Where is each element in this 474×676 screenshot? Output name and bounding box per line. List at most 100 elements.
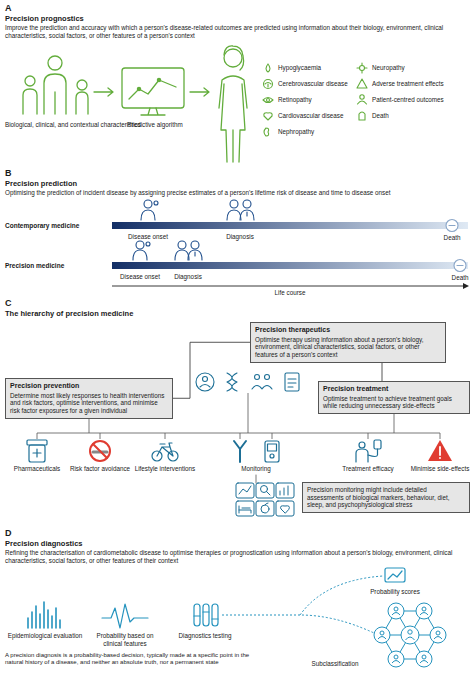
prevention-box: Precision preventionDetermine most likel… — [5, 378, 173, 419]
outcome-label: Neuropathy — [372, 64, 472, 72]
event-icon — [141, 210, 155, 220]
axis-label: Life course — [260, 289, 320, 297]
computer-icon — [141, 108, 165, 115]
life-course-arrow — [463, 283, 469, 289]
box-text: Optimise therapy using information about… — [255, 336, 441, 359]
subclass-network — [408, 630, 412, 634]
outcome-label: Patient-centred outcomes — [372, 96, 472, 104]
monitoring-grid — [256, 475, 257, 483]
event-icon — [243, 200, 251, 208]
flow-arrow — [94, 88, 113, 96]
box-heading: Precision therapeutics — [255, 326, 441, 335]
flow-arrow — [190, 88, 209, 96]
timeline-bar — [112, 222, 468, 229]
panel-description: Improve the prediction and accuracy with… — [5, 24, 469, 39]
monitoring-grid — [267, 492, 271, 496]
diagnostic-icon — [212, 604, 218, 626]
therapy-icon — [227, 373, 237, 391]
subclass-network — [416, 651, 432, 667]
subclass-network — [388, 651, 404, 667]
monitoring-grid — [280, 486, 288, 495]
diagnostic-icon — [194, 612, 218, 619]
event-icon — [154, 201, 158, 205]
people-icon — [23, 89, 37, 114]
intervention-icon — [29, 445, 45, 462]
timeline-label: Contemporary medicine — [5, 222, 111, 230]
outcome-icon — [264, 128, 269, 136]
computer-icon — [157, 78, 160, 81]
event-label: Diagnosis — [215, 233, 265, 241]
monitoring-grid — [256, 483, 274, 498]
therapy-icon — [196, 373, 299, 391]
icon-label: Minimise side-effects — [410, 465, 470, 473]
monitoring-note-box: Precision monitoring might include detai… — [302, 482, 470, 513]
event-icon — [449, 225, 455, 226]
subclass-network — [401, 626, 419, 644]
icon-label: Pharmaceuticals — [7, 465, 67, 473]
icon-label: Subclassification — [300, 660, 370, 668]
intervention-icon — [93, 444, 107, 458]
people-icon — [25, 76, 35, 86]
intervention-icon — [157, 443, 173, 456]
intervention-icon — [265, 441, 279, 462]
intervention-icon — [368, 449, 378, 457]
panel-description: Refining the characterisation of cardiom… — [5, 549, 469, 564]
outcome-label: Death — [372, 112, 472, 120]
event-icon — [454, 260, 466, 272]
dotted-link — [222, 576, 383, 633]
icon-label: Epidemiological evaluation — [8, 632, 83, 640]
timeline-label: Precision medicine — [5, 262, 111, 270]
panel-letter: D — [5, 528, 25, 539]
hierarchy-connector — [382, 363, 383, 381]
intervention-icon — [439, 447, 441, 455]
monitoring-grid — [261, 505, 269, 513]
outcome-icon — [263, 63, 367, 136]
subclass-network — [374, 603, 446, 667]
people-icon — [48, 56, 62, 70]
people-icon — [44, 74, 66, 114]
intervention-icon — [234, 441, 246, 462]
panel-letter: B — [5, 168, 25, 179]
subclass-network — [420, 613, 428, 616]
intervention-icon — [356, 449, 368, 462]
diagnostic-icon — [28, 568, 405, 628]
computer-icon — [122, 68, 184, 115]
therapy-icon — [203, 377, 208, 382]
panel-title: Precision prediction — [5, 179, 305, 188]
intervention-icon — [27, 440, 47, 445]
subclass-network — [430, 627, 446, 643]
intervention-icon — [33, 449, 41, 457]
intervention-icon — [439, 457, 441, 459]
icon-label: Diagnostics testing — [170, 632, 240, 640]
woman-figure — [224, 49, 242, 67]
outcome-icon — [359, 112, 365, 120]
event-icon — [133, 200, 466, 272]
diagnostic-icon — [388, 571, 402, 579]
outcome-label: Retinopathy — [278, 96, 362, 104]
icon-label: Treatment efficacy — [338, 465, 398, 473]
box-text: Determine most likely responses to healt… — [10, 392, 168, 415]
outcome-label: Hypoglycaemia — [278, 64, 362, 72]
intervention-icon — [374, 440, 381, 449]
event-label: Disease onset — [123, 233, 173, 241]
therapy-icon — [285, 373, 299, 391]
subclass-network — [392, 613, 400, 616]
outcome-icon — [264, 113, 272, 120]
outcome-label: Cerebrovascular disease — [278, 80, 362, 88]
algorithm-label: Predictive algorithm — [108, 121, 202, 129]
intervention-icon — [90, 441, 110, 461]
event-icon — [133, 250, 147, 260]
outcome-icon — [357, 63, 367, 73]
computer-icon — [129, 80, 176, 99]
monitoring-grid — [265, 503, 268, 505]
box-heading: Precision treatment — [323, 385, 465, 394]
diagnostic-icon — [28, 602, 60, 628]
outcome-icon — [263, 98, 273, 103]
box-text: Precision monitoring might include detai… — [307, 486, 465, 509]
outcome-icon — [267, 99, 270, 102]
icon-label: Probability scores — [355, 588, 435, 596]
event-icon — [240, 210, 254, 220]
diagnostic-icon — [194, 604, 200, 626]
event-icon — [146, 242, 150, 246]
subclass-network — [374, 627, 390, 643]
